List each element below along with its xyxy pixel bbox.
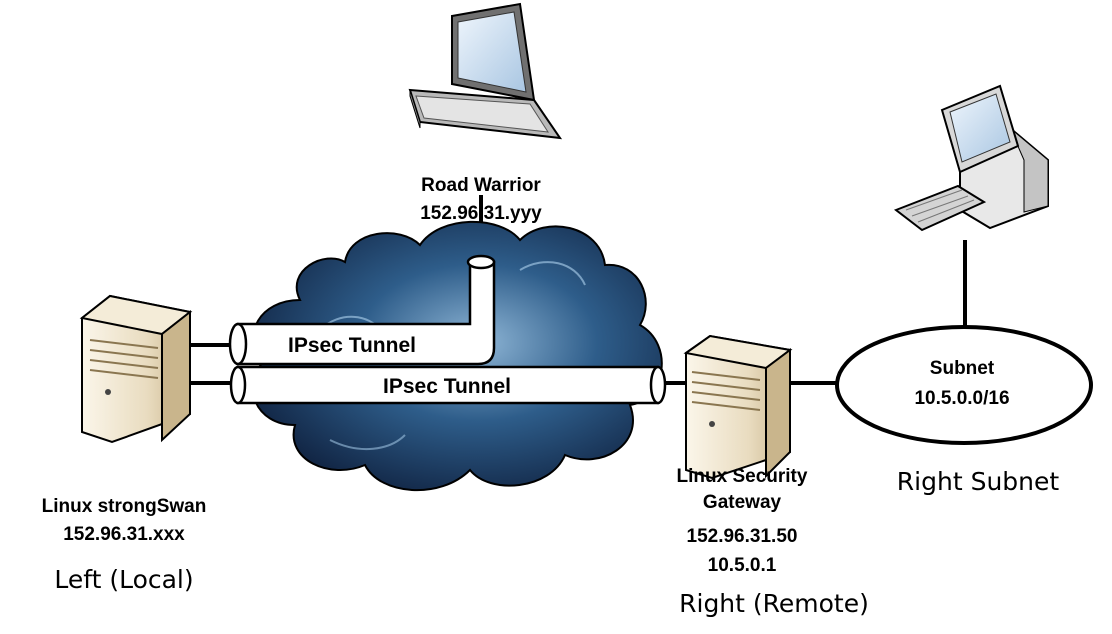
right-role-label: Right (Remote) [679, 589, 869, 618]
left-host-name: Linux strongSwan [42, 496, 207, 517]
gateway-name-line2: Gateway [703, 492, 782, 513]
gateway-ip-private: 10.5.0.1 [708, 555, 777, 576]
ipsec-tunnel-pipe: IPsec Tunnel [229, 365, 667, 405]
subnet-ellipse [835, 325, 1093, 445]
left-host-ip: 152.96.31.xxx [63, 524, 185, 545]
road-warrior-ip: 152.96.31.yyy [420, 203, 542, 224]
left-role-label: Left (Local) [54, 565, 193, 594]
desktop-computer-icon [893, 84, 1049, 232]
gateway-ip-public: 152.96.31.50 [687, 526, 798, 547]
server-icon [683, 334, 793, 480]
ipsec-tunnel-pipe: IPsec Tunnel [228, 254, 496, 366]
subnet-name: Subnet [930, 358, 995, 379]
gateway-name-line1: Linux Security [677, 466, 808, 487]
road-warrior-name: Road Warrior [421, 175, 541, 196]
tunnel-label-upper: IPsec Tunnel [288, 334, 416, 357]
tunnel-label-lower: IPsec Tunnel [383, 375, 511, 398]
server-icon [79, 294, 193, 444]
laptop-icon [408, 2, 563, 140]
subnet-cidr: 10.5.0.0/16 [914, 388, 1009, 409]
right-subnet-label: Right Subnet [897, 467, 1060, 496]
